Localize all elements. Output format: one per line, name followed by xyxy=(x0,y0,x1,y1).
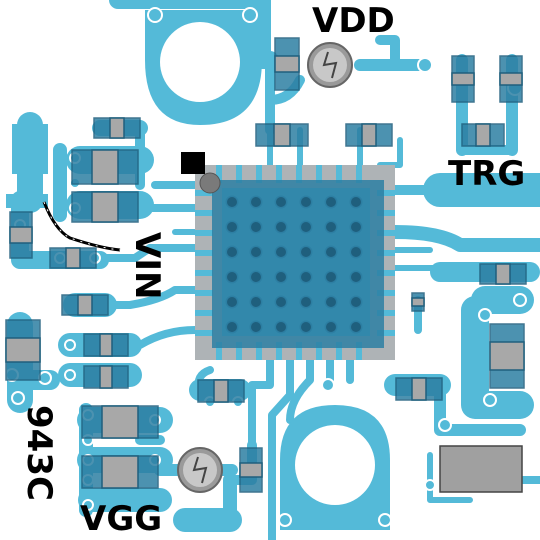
label-vdd: VDD xyxy=(312,1,395,41)
smd-components xyxy=(5,37,527,493)
resistor-r1 xyxy=(274,37,300,91)
cap-c10 xyxy=(5,319,41,381)
cap-c3 xyxy=(451,55,475,103)
res-r9 xyxy=(395,377,443,401)
cap-c7 xyxy=(9,211,33,259)
cap-c1 xyxy=(255,123,309,147)
cap-c5 xyxy=(71,149,139,185)
label-vgg: VGG xyxy=(80,499,162,539)
label-trg: TRG xyxy=(448,154,525,194)
cap-c6 xyxy=(71,191,139,223)
label-vin: VIN xyxy=(127,232,167,299)
res-r2 xyxy=(461,123,505,147)
mount-lobe-top xyxy=(145,10,262,125)
res-r5 xyxy=(61,294,109,316)
cap-c8 xyxy=(83,333,129,357)
res-r8 xyxy=(479,263,527,285)
trimmer-pot-icon xyxy=(177,447,223,493)
res-r7 xyxy=(239,447,263,493)
res-r6 xyxy=(197,379,245,403)
jumper-wire xyxy=(42,201,121,252)
cap-c9 xyxy=(83,365,129,389)
pin1-marker xyxy=(181,152,205,174)
cap-c4 xyxy=(499,55,523,103)
cap-c13 xyxy=(489,323,525,389)
cap-c12 xyxy=(81,455,159,489)
trimmer-pot-icon xyxy=(307,42,353,88)
qfn-chip xyxy=(181,152,395,360)
res-r3 xyxy=(93,117,141,139)
diode-d1 xyxy=(411,292,425,312)
cap-c11 xyxy=(81,405,159,439)
label-part-number: 943C xyxy=(19,405,59,501)
mount-lobe-bottom xyxy=(280,405,390,530)
res-r4 xyxy=(49,247,97,269)
cap-c2 xyxy=(345,123,393,147)
inductor-l1 xyxy=(439,445,523,493)
